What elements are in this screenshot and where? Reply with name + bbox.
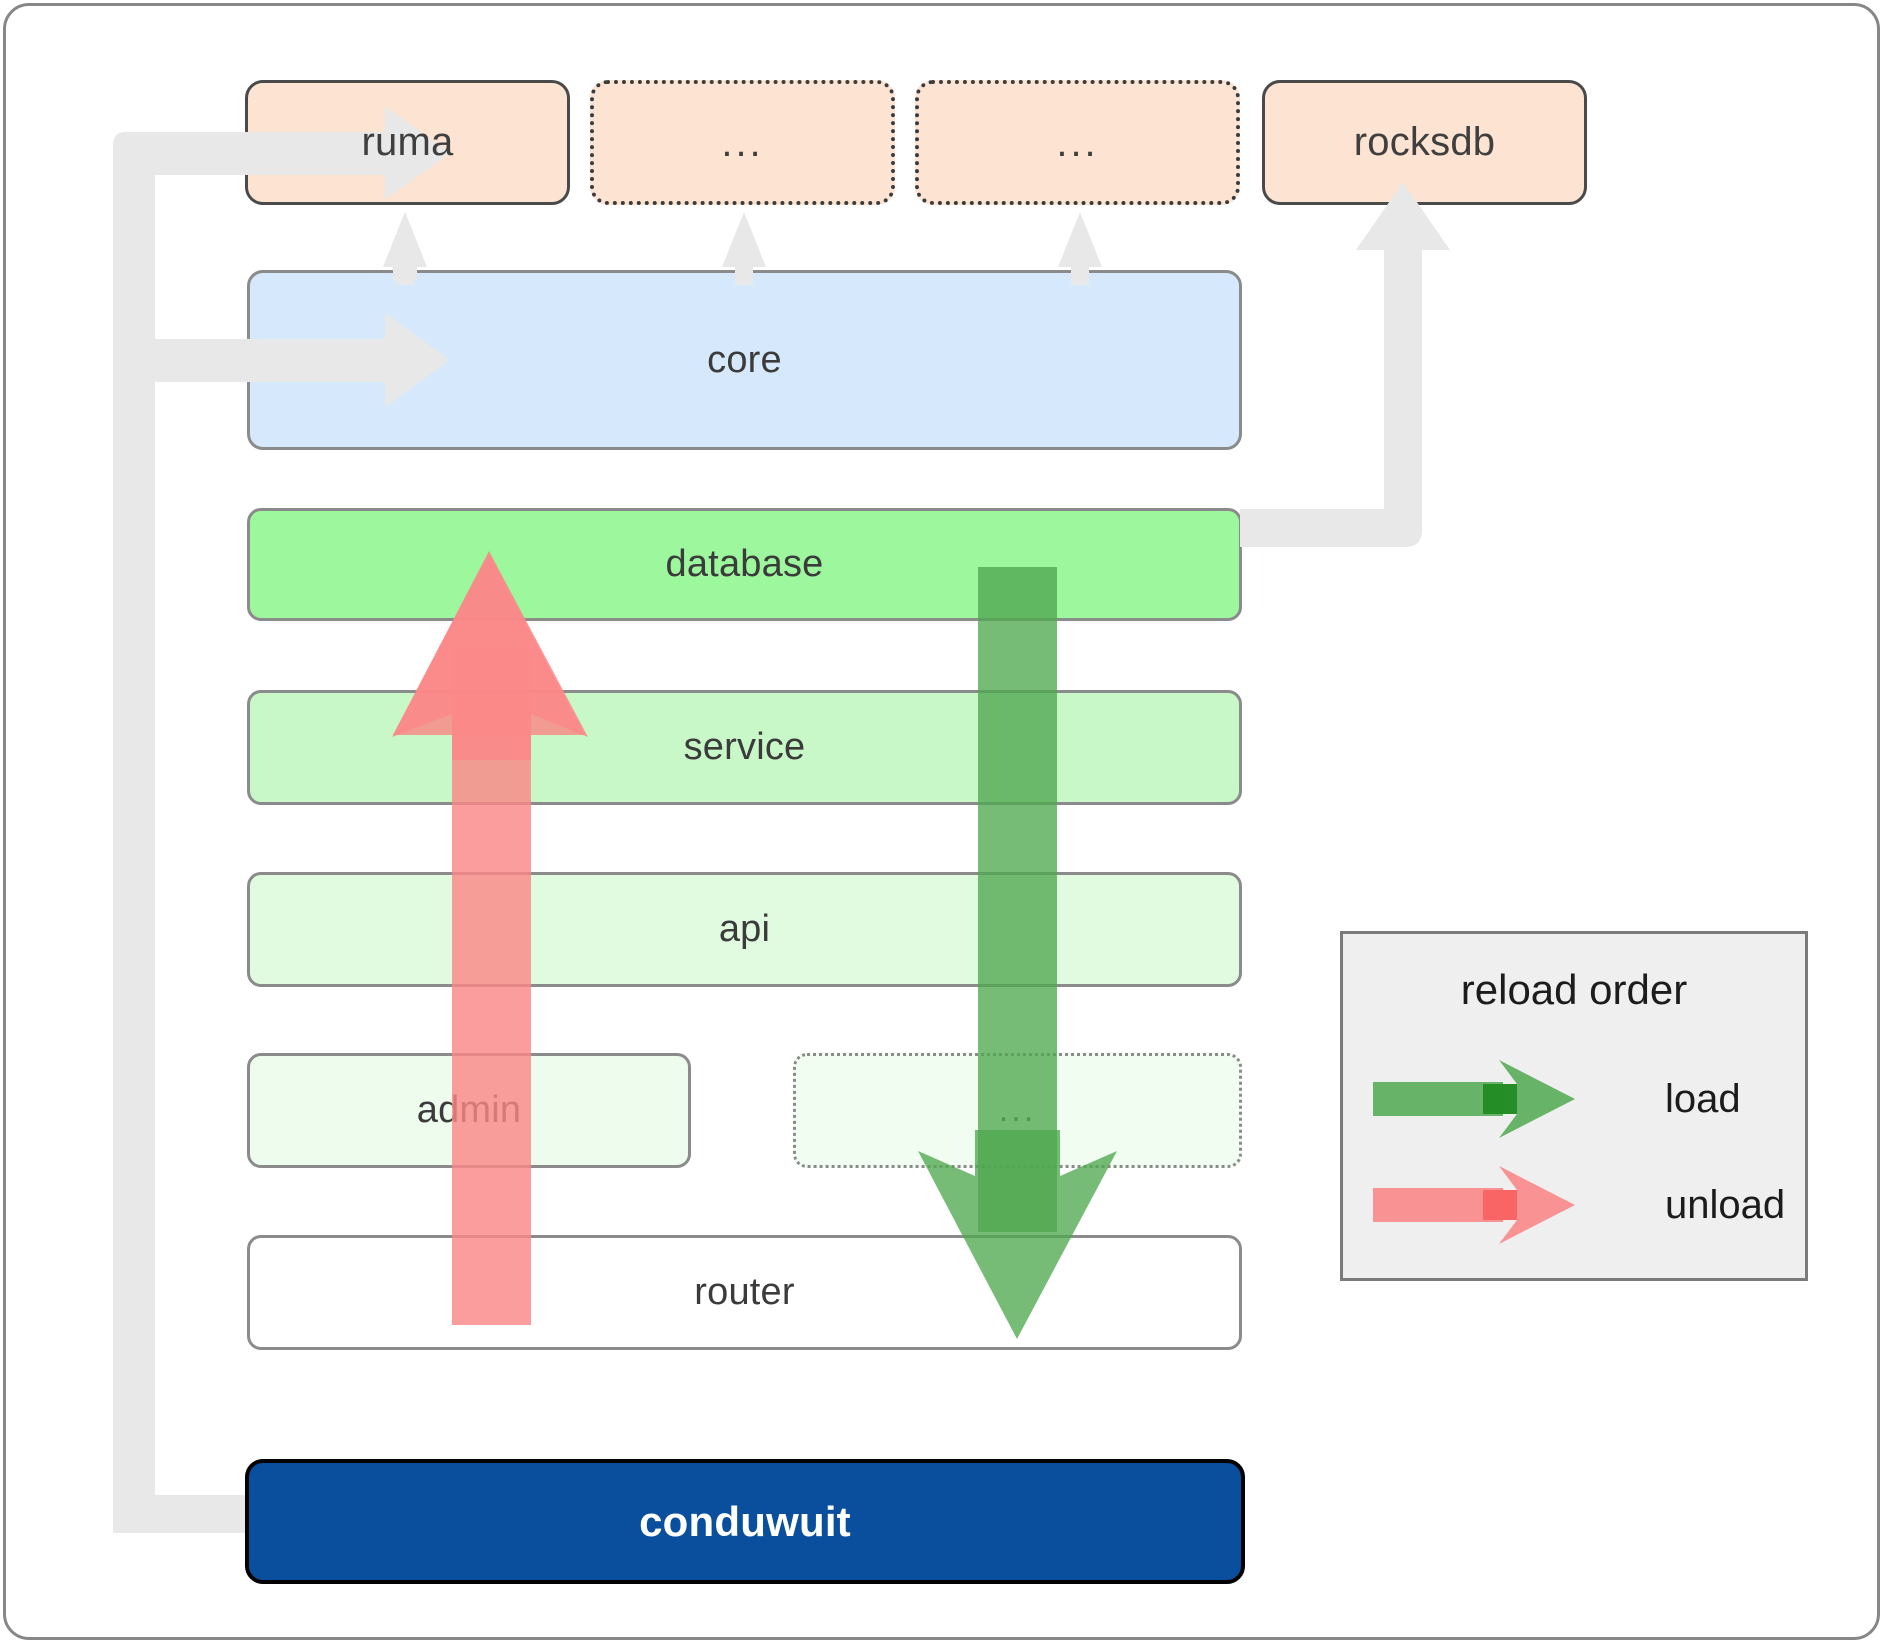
layer-label-router: router xyxy=(694,1271,795,1313)
dependency-box-rocksdb[interactable]: rocksdb xyxy=(1262,80,1587,205)
dependency-label-ruma: ruma xyxy=(361,120,454,164)
layer-box-api[interactable]: api xyxy=(247,872,1242,987)
legend-label-unload: unload xyxy=(1665,1182,1786,1227)
legend-title: reload order xyxy=(1460,966,1688,1013)
legend-label-load: load xyxy=(1665,1076,1741,1121)
unload-arrow-icon xyxy=(1373,1166,1575,1244)
layer-box-more[interactable]: ... xyxy=(793,1053,1242,1168)
executable-label-conduwuit: conduwuit xyxy=(639,1497,851,1545)
diagram-frame xyxy=(3,3,1880,1640)
layer-label-admin: admin xyxy=(416,1089,522,1131)
dependency-label-more-2: ... xyxy=(1056,120,1099,165)
layer-box-router[interactable]: router xyxy=(247,1235,1242,1350)
layer-box-service[interactable]: service xyxy=(247,690,1242,805)
layer-label-api: api xyxy=(718,908,771,950)
legend-row-unload: unload xyxy=(1371,1162,1786,1248)
executable-box-conduwuit[interactable]: conduwuit xyxy=(245,1459,1245,1584)
layer-label-core: core xyxy=(707,338,782,381)
layer-label-more: ... xyxy=(998,1091,1037,1130)
legend-panel: reload order load unload xyxy=(1340,931,1808,1281)
legend-row-load: load xyxy=(1371,1056,1783,1142)
dependency-label-more-1: ... xyxy=(721,120,764,165)
layer-box-admin[interactable]: admin xyxy=(247,1053,691,1168)
dependency-box-ruma[interactable]: ruma xyxy=(245,80,570,205)
layer-label-service: service xyxy=(683,726,806,768)
dependency-box-more-1[interactable]: ... xyxy=(590,80,895,205)
dependency-label-rocksdb: rocksdb xyxy=(1353,120,1496,164)
dependency-box-more-2[interactable]: ... xyxy=(915,80,1240,205)
layer-label-database: database xyxy=(665,543,824,585)
layer-box-core[interactable]: core xyxy=(247,270,1242,450)
load-arrow-icon xyxy=(1373,1060,1575,1138)
layer-box-database[interactable]: database xyxy=(247,508,1242,621)
